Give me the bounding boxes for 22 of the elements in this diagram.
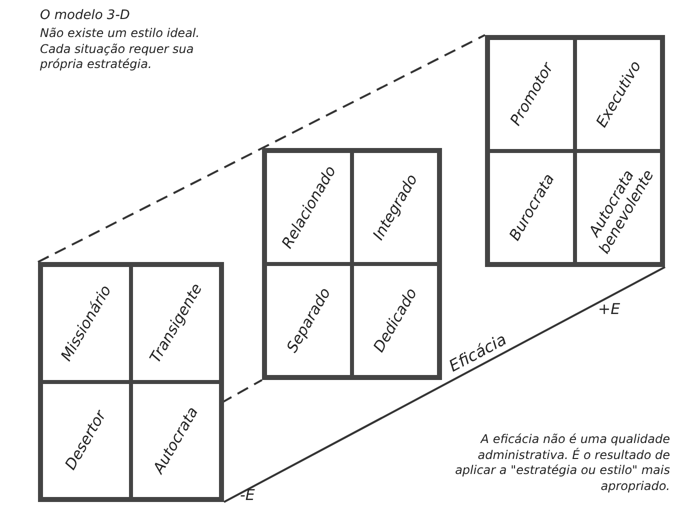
perspective-line [38,34,486,263]
style-cell [41,382,131,499]
style-cell [265,151,352,264]
footnote: A eficácia não é uma qualidade administrativa. É o resultado de aplicar a "estratégia ou estilo" mais apropriado. [454,432,670,494]
style-cell [41,265,131,382]
matrix-grid [262,148,442,380]
axis-label: +E [598,300,620,320]
style-cell [265,264,352,377]
style-cell [352,151,439,264]
style-cell [575,151,662,264]
style-cell [575,38,662,151]
matrix-grid [485,35,665,267]
style-cell [352,264,439,377]
matrix-grid [38,262,224,502]
intro-note: Não existe um estilo ideal. Cada situação requer sua própria estratégia. [40,26,201,73]
style-cell [488,38,575,151]
style-cell [131,265,221,382]
axis-label: -E [240,486,255,506]
style-cell [131,382,221,499]
axis-line [224,266,666,503]
style-cell [488,151,575,264]
heading: O modelo 3-D [40,8,130,25]
